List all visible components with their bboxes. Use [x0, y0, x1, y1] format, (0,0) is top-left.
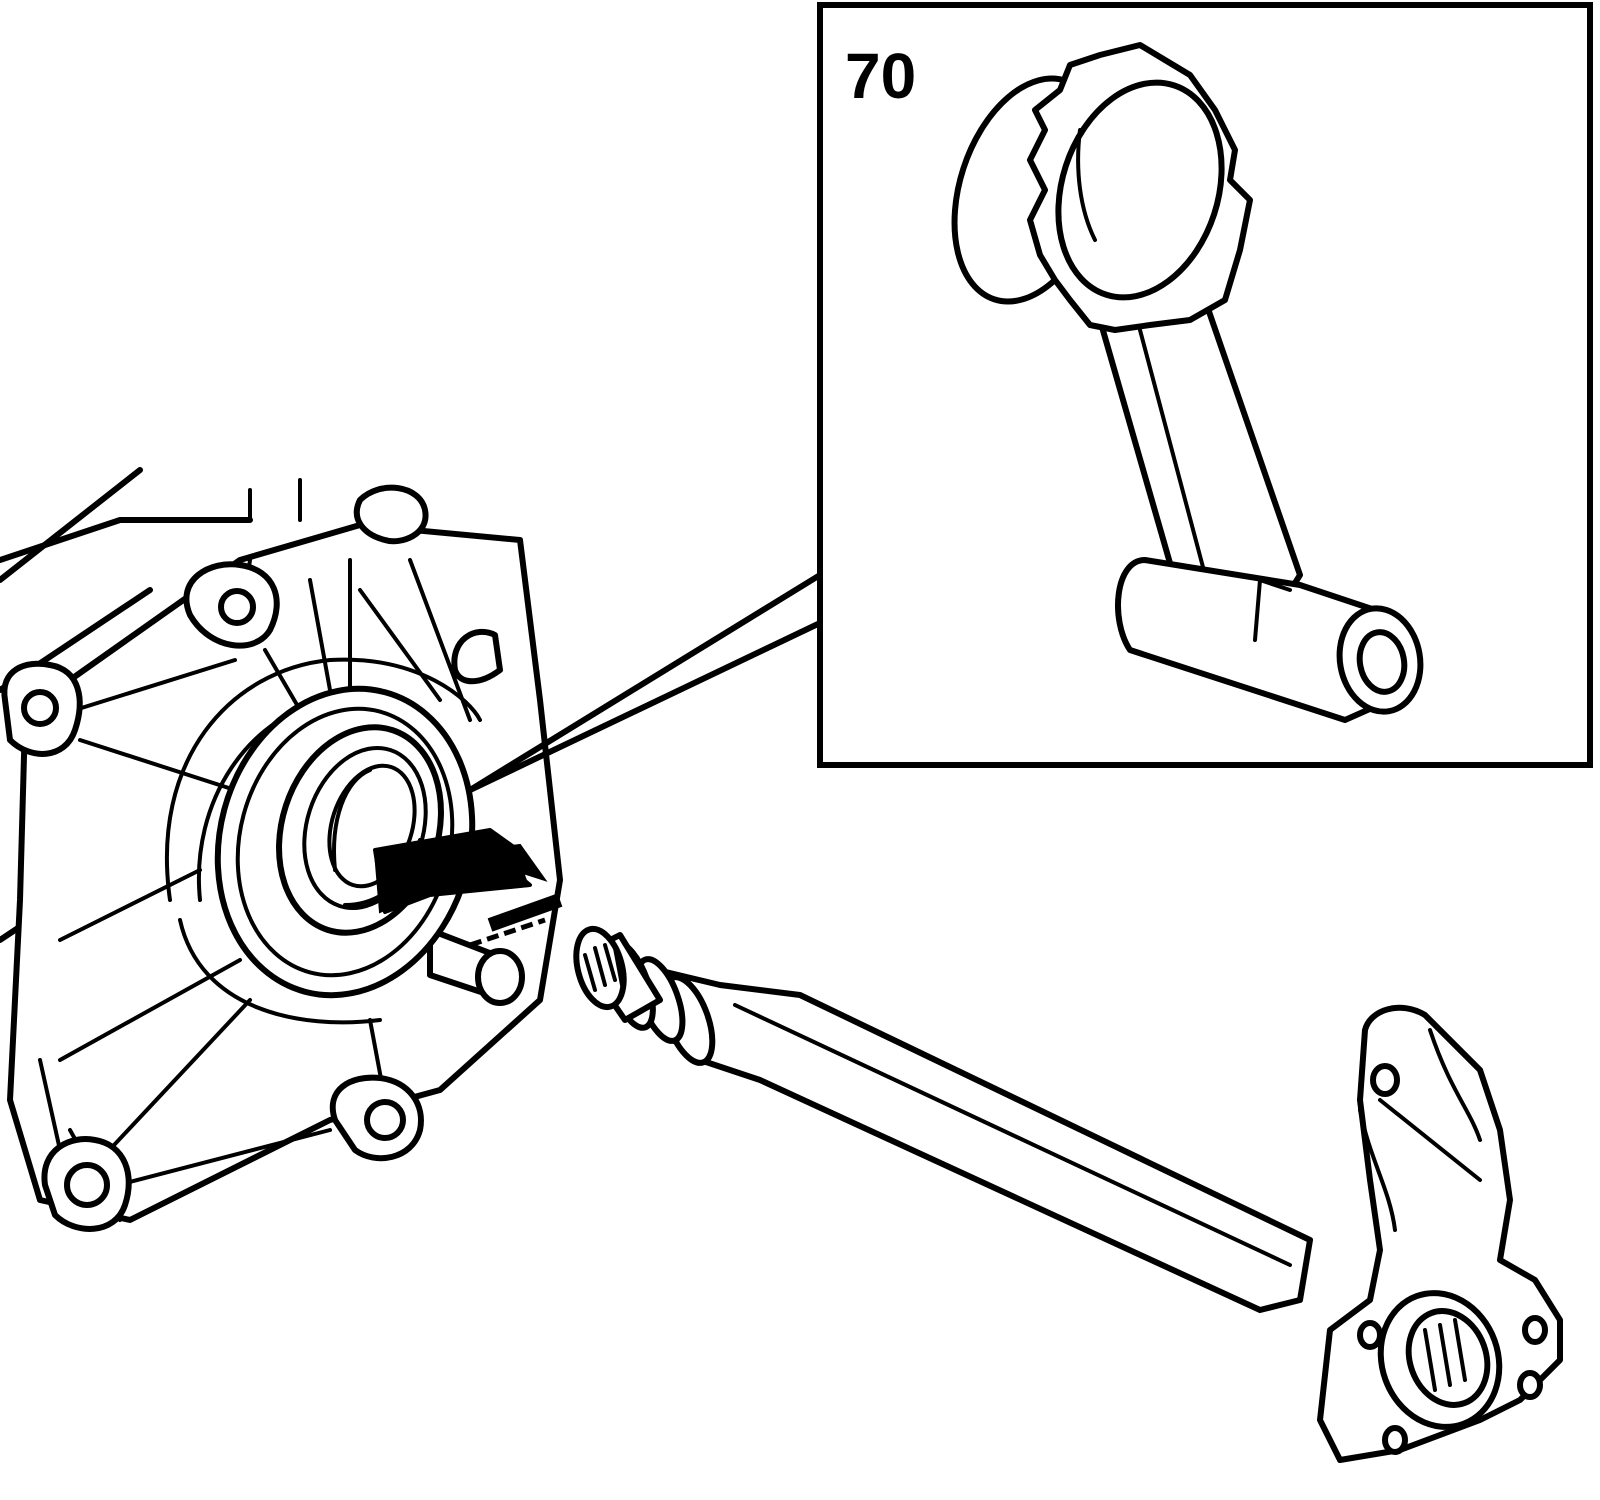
bolt-lug [183, 561, 280, 649]
drive-shaft-icon [573, 925, 1563, 1463]
bolt-lug [329, 1074, 424, 1162]
insertion-direction-arrow-icon [373, 828, 563, 948]
callout-leader-line [467, 572, 823, 793]
callout-box: 70 [817, 2, 1593, 768]
seal-installer-tool-icon [951, 42, 1424, 723]
callout-label: 70 [845, 40, 916, 112]
wheel-hub [1317, 1004, 1563, 1463]
bolt-lug [1, 660, 83, 757]
bolt-lug [41, 1136, 132, 1232]
housing-pin [427, 927, 525, 1006]
